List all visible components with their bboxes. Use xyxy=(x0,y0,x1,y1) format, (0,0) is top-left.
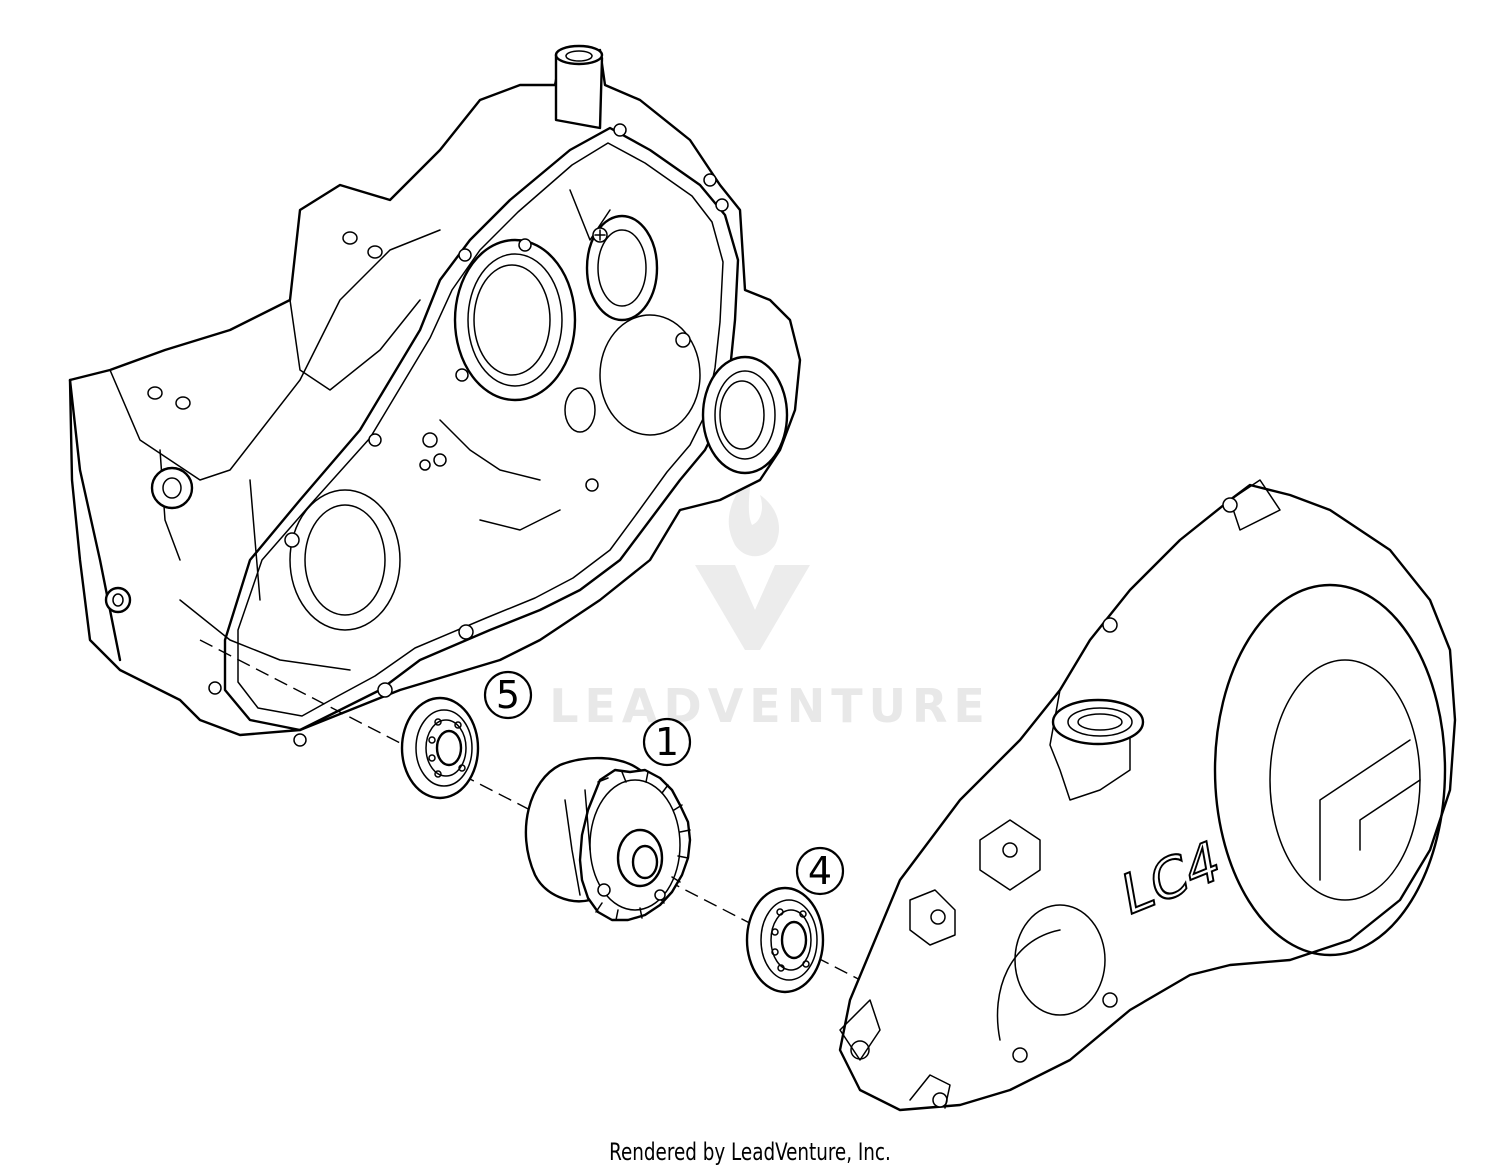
callout-part-1: 1 xyxy=(642,717,692,767)
leadventure-watermark: LEADVENTURE xyxy=(549,470,991,733)
crankcase-half xyxy=(68,44,802,747)
watermark-text: LEADVENTURE xyxy=(549,679,991,733)
engine-cover: LC4 xyxy=(838,479,1457,1112)
starter-gear-part-1 xyxy=(524,756,692,922)
callout-part-4: 4 xyxy=(795,846,845,896)
callout-label: 1 xyxy=(655,720,679,764)
callout-circle xyxy=(642,717,692,767)
render-credit: Rendered by LeadVenture, Inc. xyxy=(609,1138,891,1166)
bearing-part-5 xyxy=(400,696,480,800)
bearing-part-4 xyxy=(745,886,825,994)
callout-circle xyxy=(483,670,533,720)
callout-label: 5 xyxy=(496,673,520,717)
callout-part-5: 5 xyxy=(483,670,533,720)
callout-circle xyxy=(795,846,845,896)
callout-label: 4 xyxy=(808,849,832,893)
